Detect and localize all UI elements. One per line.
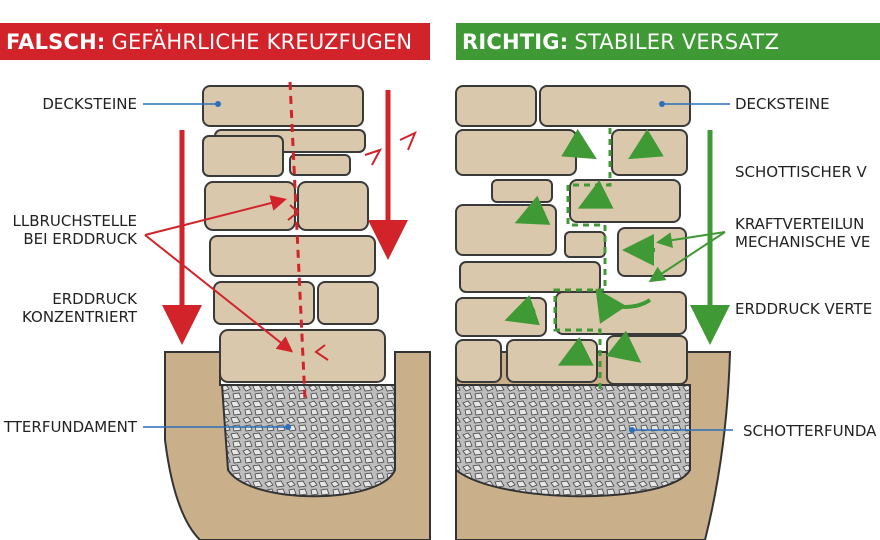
right-banner-title: STABILER VERSATZ — [574, 29, 780, 54]
left-banner-bold: FALSCH: — [6, 29, 106, 54]
left-label-erddruck-2: KONZENTRIERT — [22, 308, 137, 326]
left-gravel-foundation — [220, 384, 396, 498]
left-label-decksteine: DECKSTEINE — [42, 95, 137, 113]
right-label-schotter: SCHOTTERFUNDA — [743, 422, 877, 440]
right-label-kraft-2: MECHANISCHE VE — [735, 233, 871, 251]
right-label-schottisch: SCHOTTISCHER V — [735, 163, 867, 181]
right-label-erddruck: ERDDRUCK VERTE — [735, 300, 873, 318]
left-label-erddruck-1: ERDDRUCK — [52, 290, 137, 308]
left-label-schotter: TTERFUNDAMENT — [3, 418, 137, 436]
right-banner-bold: RICHTIG: — [462, 29, 569, 54]
left-label-bruchstelle-2: BEI ERDDRUCK — [23, 230, 137, 248]
right-panel-art — [455, 85, 733, 540]
left-label-bruchstelle-1: LLBRUCHSTELLE — [12, 212, 137, 230]
right-banner: RICHTIG: STABILER VERSATZ — [456, 23, 880, 60]
left-banner: FALSCH: GEFÄHRLICHE KREUZFUGEN — [0, 23, 430, 60]
right-label-kraft-1: KRAFTVERTEILUN — [735, 215, 865, 233]
left-banner-title: GEFÄHRLICHE KREUZFUGEN — [111, 29, 413, 54]
right-gravel-foundation — [455, 384, 691, 498]
right-label-decksteine: DECKSTEINE — [735, 95, 830, 113]
left-panel-art — [143, 81, 431, 540]
